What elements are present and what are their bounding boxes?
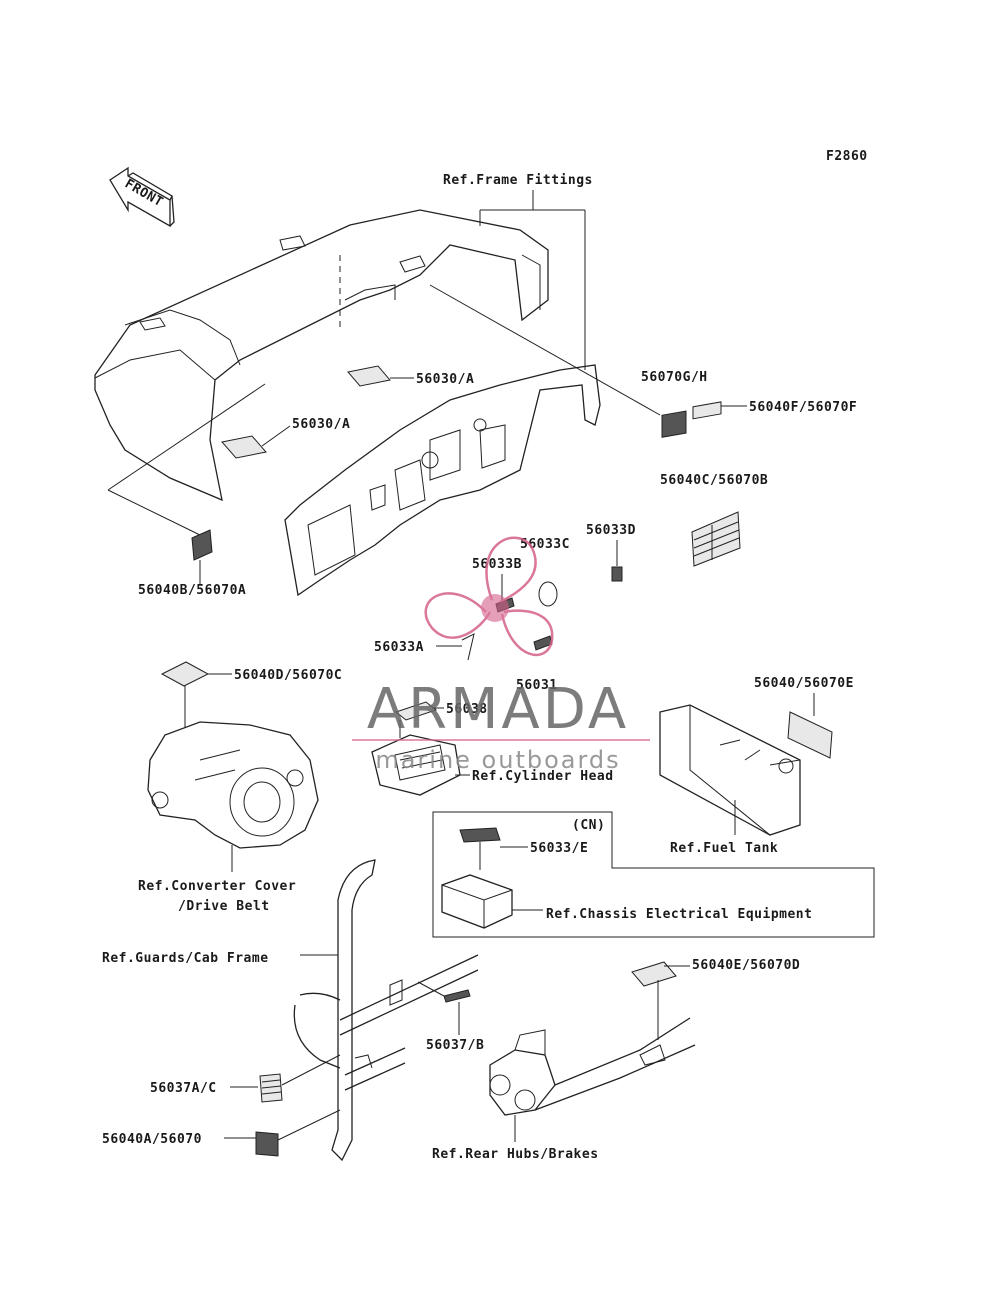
watermark-tagline: marine outboards	[375, 746, 620, 774]
decal-56037ac	[259, 1073, 283, 1103]
decal-56040-tank	[787, 711, 833, 759]
label-converter-cover-2: /Drive Belt	[178, 899, 270, 914]
decal-56033d	[611, 566, 623, 582]
label-56033e: 56033/E	[530, 841, 588, 856]
propeller-logo-icon	[424, 536, 554, 657]
label-56040b: 56040B/56070A	[138, 583, 246, 598]
label-56040e-tank: 56040/56070E	[754, 676, 854, 691]
cab-frame-tubes	[293, 859, 479, 1162]
label-56031: 56031	[516, 678, 558, 693]
label-56033a: 56033A	[374, 640, 424, 655]
fuel-tank	[659, 704, 801, 836]
label-56033d: 56033D	[586, 523, 636, 538]
label-56040f: 56040F/56070F	[749, 400, 857, 415]
chassis-electrical-box	[441, 874, 513, 929]
dash-panel	[284, 364, 601, 597]
decal-56070gh	[661, 410, 687, 438]
label-56070gh: 56070G/H	[641, 370, 708, 385]
label-cylinder-head: Ref.Cylinder Head	[472, 769, 614, 784]
leader-frame-fittings	[479, 190, 586, 370]
label-56033c: 56033C	[520, 537, 570, 552]
decal-56033e	[459, 827, 501, 843]
label-56040e: 56040E/56070D	[692, 958, 800, 973]
decal-56040f	[692, 401, 722, 420]
decal-56030a-mid	[221, 435, 267, 459]
decal-56037b	[443, 989, 471, 1003]
label-chassis-elec: Ref.Chassis Electrical Equipment	[546, 907, 812, 922]
decal-56033a	[461, 633, 475, 661]
figure-code: F2860	[826, 149, 868, 164]
decal-56030a-top	[347, 365, 391, 387]
converter-cover	[147, 721, 319, 849]
label-56038: 56038	[446, 702, 488, 717]
label-rear-hubs: Ref.Rear Hubs/Brakes	[432, 1147, 599, 1162]
label-56040a: 56040A/56070	[102, 1132, 202, 1147]
label-56030a-top: 56030/A	[416, 372, 474, 387]
label-56040c: 56040C/56070B	[660, 473, 768, 488]
decal-56040e	[631, 961, 677, 987]
label-cn: (CN)	[572, 818, 605, 833]
label-56033b: 56033B	[472, 557, 522, 572]
front-arrow-icon: FRONT	[109, 166, 175, 228]
label-56037ac: 56037A/C	[150, 1081, 217, 1096]
decal-56038	[394, 701, 438, 721]
cab-body-panel	[94, 209, 549, 502]
decal-56040b	[191, 529, 213, 561]
label-fuel-tank: Ref.Fuel Tank	[670, 841, 778, 856]
decal-56040d	[160, 661, 210, 687]
armada-watermark: ARMADA marine outboards	[352, 536, 650, 774]
decal-56033c	[538, 581, 558, 607]
label-56040d: 56040D/56070C	[234, 668, 342, 683]
label-56037b: 56037/B	[426, 1038, 484, 1053]
label-56030a-mid: 56030/A	[292, 417, 350, 432]
watermark-brand: ARMADA	[367, 677, 629, 742]
label-frame-fittings: Ref.Frame Fittings	[443, 173, 593, 188]
cn-box-outline	[432, 811, 875, 938]
rear-hub-axle	[489, 1017, 696, 1116]
label-converter-cover-1: Ref.Converter Cover	[138, 879, 296, 894]
decal-56040a	[255, 1131, 279, 1157]
label-guards: Ref.Guards/Cab Frame	[102, 951, 269, 966]
